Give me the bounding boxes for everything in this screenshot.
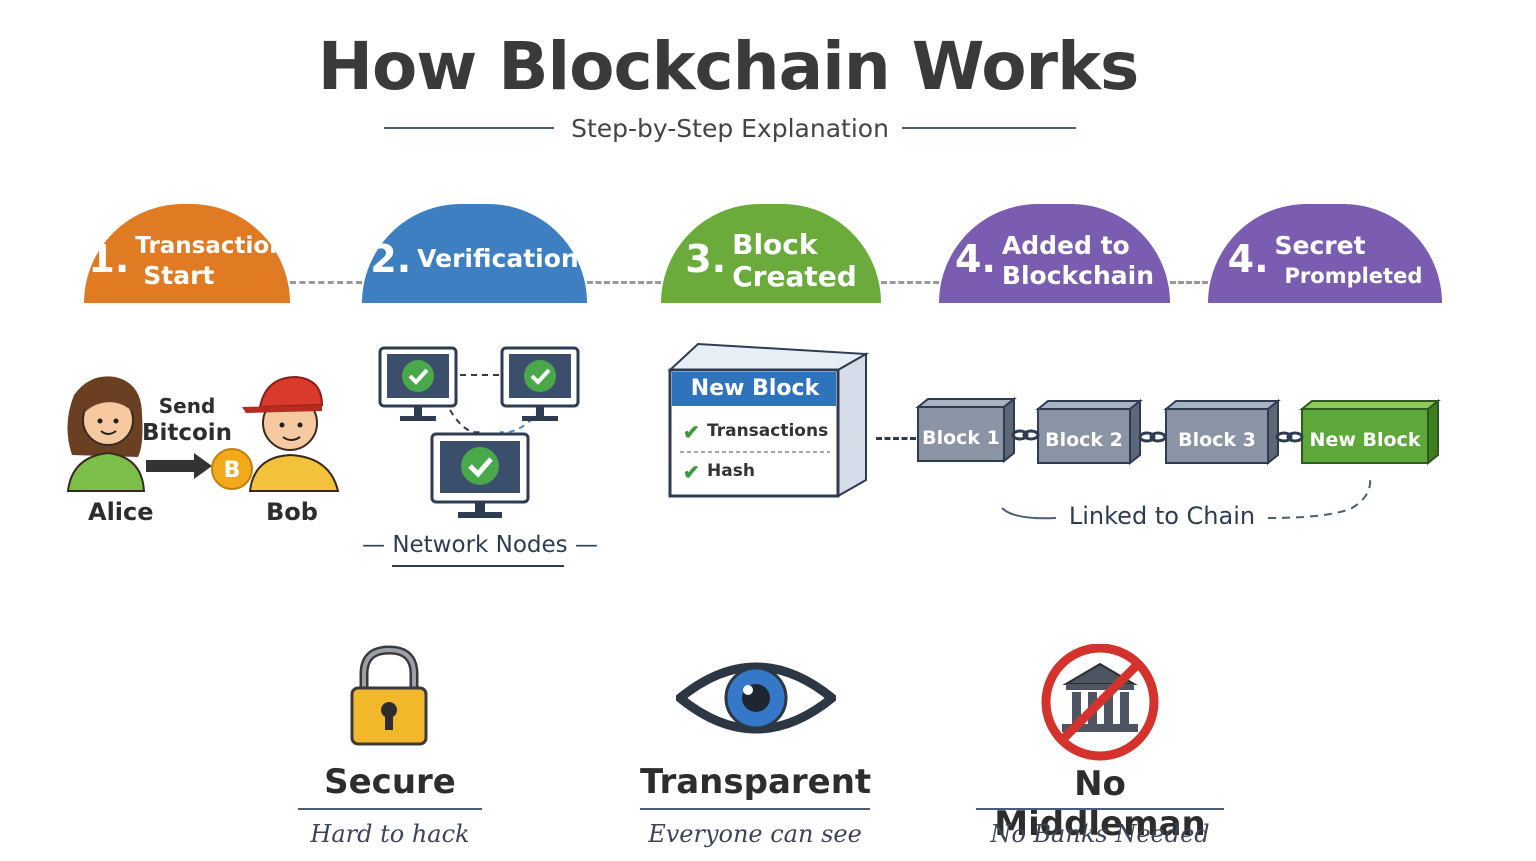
feature-divider (298, 808, 482, 810)
page-subtitle: Step-by-Step Explanation (571, 114, 889, 143)
subtitle-right-line (902, 127, 1076, 129)
feature-subtitle: No Banks Needed (990, 820, 1210, 848)
step-label: Created (732, 259, 857, 293)
no-bank-icon (1041, 644, 1159, 761)
network-nodes-label: — Network Nodes — (360, 532, 600, 558)
nodes-dash-right: — (567, 532, 598, 558)
step-number: 2. (370, 236, 412, 281)
sender-name: Alice (88, 498, 154, 526)
step-connector (290, 281, 362, 284)
blockchain-illustration (915, 396, 1441, 466)
feature-title: No Middleman (994, 764, 1206, 844)
feature-divider (640, 808, 870, 810)
new-block-item: Transactions (707, 421, 829, 441)
block-to-chain-connector (876, 437, 916, 440)
step-label: Block (732, 227, 818, 261)
subtitle-left-line (384, 127, 554, 129)
new-block-item: Hash (707, 461, 755, 481)
check-icon: ✔ (683, 422, 700, 444)
step-label: Verification (417, 243, 579, 273)
step-label: Blockchain (1001, 260, 1154, 290)
chain-block-label: Block 2 (1045, 429, 1123, 451)
chain-block-label: Block 1 (922, 427, 1000, 449)
new-block-illustration (668, 342, 870, 498)
feature-subtitle: Hard to hack (310, 820, 470, 848)
feature-title: Secure (324, 762, 456, 802)
linked-chain-bracket (1001, 477, 1372, 520)
step-2-header: 2. Verification (362, 204, 587, 303)
step-connector (1170, 281, 1208, 284)
step-connector (587, 281, 661, 284)
computer-node-icon (378, 346, 458, 421)
bob-avatar (242, 375, 340, 492)
step-number: 3. (685, 236, 727, 281)
coin-symbol: B (224, 458, 241, 483)
step-number: 1. (88, 236, 130, 281)
step-number: 4. (1227, 236, 1269, 281)
send-label-line1: Send (158, 394, 216, 418)
feature-subtitle: Everyone can see (648, 820, 862, 848)
step-label: Start (143, 260, 215, 290)
padlock-icon (350, 645, 428, 746)
feature-title: Transparent (640, 762, 872, 802)
step-connector (881, 281, 939, 284)
send-arrow-icon (146, 453, 212, 479)
step-label: Secret (1274, 230, 1366, 260)
computer-node-icon (430, 432, 530, 518)
send-label-line2: Bitcoin (141, 420, 233, 446)
nodes-underline (392, 565, 564, 567)
receiver-name: Bob (266, 498, 318, 526)
step-label: Transaction (135, 232, 286, 259)
linked-to-chain-label: Linked to Chain (1068, 502, 1256, 530)
network-nodes-illustration (378, 346, 580, 518)
step-label: Added to (1001, 230, 1130, 260)
eye-icon (676, 662, 836, 734)
alice-avatar (66, 376, 146, 492)
page-title: How Blockchain Works (317, 28, 1140, 105)
step-number: 4. (955, 236, 996, 281)
chain-block-label: Block 3 (1178, 429, 1256, 451)
feature-divider (976, 808, 1224, 810)
send-bitcoin-label: Send Bitcoin (140, 393, 234, 447)
step-label: Prompleted (1284, 263, 1423, 288)
transaction-illustration: B (66, 375, 340, 492)
chain-block-label: New Block (1309, 429, 1421, 451)
computer-node-icon (500, 346, 580, 421)
chain-link-icon (1011, 429, 1304, 443)
nodes-label-text: Network Nodes (392, 532, 568, 558)
check-icon: ✔ (683, 462, 700, 484)
new-block-title: New Block (690, 376, 820, 401)
bitcoin-coin-icon: B (211, 448, 253, 490)
nodes-dash-left: — (362, 532, 393, 558)
